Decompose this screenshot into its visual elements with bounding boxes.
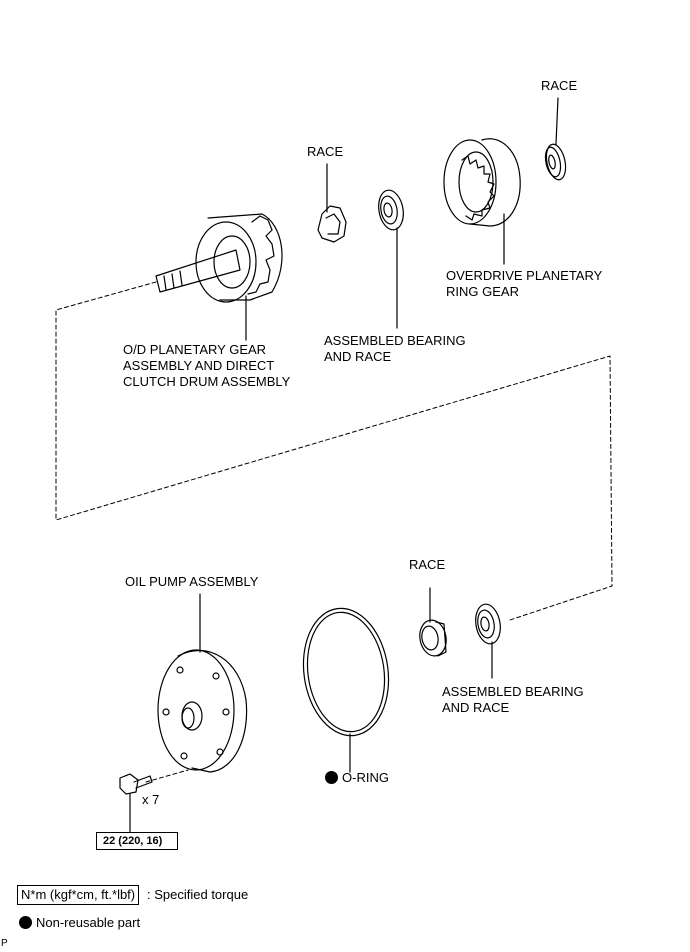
legend-torque-desc: : Specified torque	[147, 887, 249, 902]
label-line: RING GEAR	[446, 284, 519, 299]
o-ring-text: O-RING	[342, 770, 389, 785]
label-line: OVERDRIVE PLANETARY	[446, 268, 603, 283]
label-line: AND RACE	[324, 349, 392, 364]
overdrive-ring-gear-part	[443, 138, 521, 227]
assembled-bearing-top-part	[378, 189, 404, 231]
label-line: ASSEMBLY AND DIRECT	[123, 358, 275, 373]
label-line: AND RACE	[442, 700, 510, 715]
assembled-bearing-bottom-part	[475, 603, 501, 645]
corner-mark: P	[1, 938, 8, 949]
race-bottom-part	[419, 619, 447, 657]
non-reusable-dot-icon	[325, 771, 338, 784]
label-race-top-mid: RACE	[307, 144, 344, 159]
legend-non-reusable: Non-reusable part	[19, 915, 140, 931]
o-ring-part	[302, 607, 390, 737]
label-race-top-right: RACE	[541, 78, 578, 93]
planetary-gear-assembly-part	[155, 213, 283, 303]
assembly-guide-lines	[55, 281, 613, 783]
label-line: ASSEMBLED BEARING	[442, 684, 584, 699]
label-oil-pump-assembly: OIL PUMP ASSEMBLY	[125, 574, 259, 589]
label-line: ASSEMBLED BEARING	[324, 333, 466, 348]
race-top-right-part	[544, 143, 567, 181]
filled-circle-icon	[19, 916, 32, 929]
legend-non-reusable-text: Non-reusable part	[36, 915, 141, 930]
label-o-ring: O-RING	[325, 770, 389, 786]
label-overdrive-ring-gear: OVERDRIVE PLANETARY RING GEAR	[446, 268, 602, 300]
label-assembled-bearing-top: ASSEMBLED BEARING AND RACE	[324, 333, 466, 365]
label-line: CLUTCH DRUM ASSEMBLY	[123, 374, 291, 389]
label-planetary-gear-assembly: O/D PLANETARY GEAR ASSEMBLY AND DIRECT C…	[123, 342, 290, 390]
label-bolt-count: x 7	[142, 792, 160, 807]
race-top-mid-part	[317, 205, 347, 243]
legend-torque-units-box: N*m (kgf*cm, ft.*lbf)	[17, 885, 140, 905]
label-race-bottom: RACE	[409, 557, 446, 572]
torque-value-box: 22 (220, 16)	[96, 832, 178, 850]
oil-pump-assembly-part	[157, 649, 248, 773]
label-line: O/D PLANETARY GEAR	[123, 342, 267, 357]
label-assembled-bearing-bottom: ASSEMBLED BEARING AND RACE	[442, 684, 584, 716]
leader-race-top-right	[555, 97, 559, 145]
bolt-part	[119, 773, 153, 795]
